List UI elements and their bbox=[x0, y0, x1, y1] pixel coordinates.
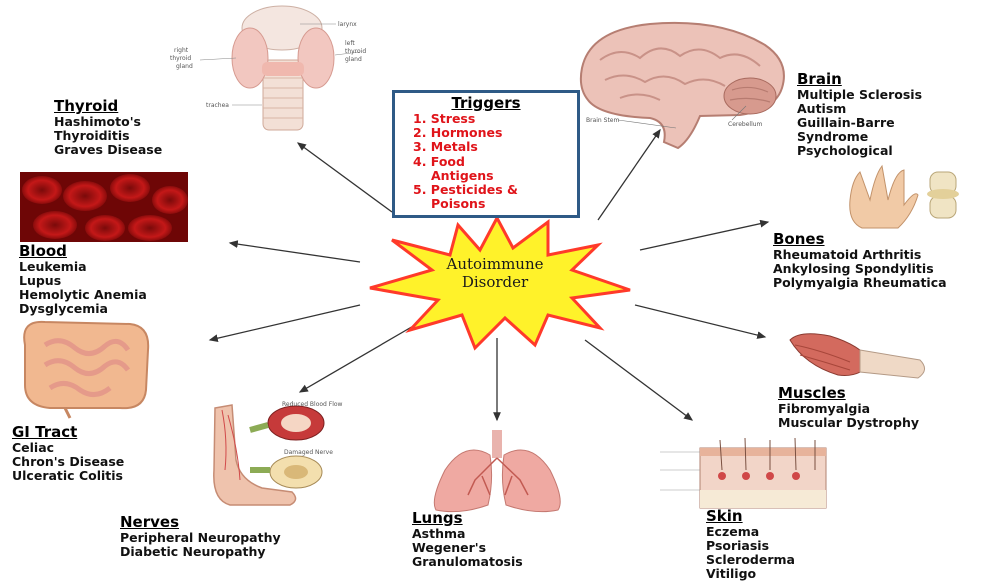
thyroid-label-trachea: trachea bbox=[206, 102, 229, 109]
lungs-item: Granulomatosis bbox=[412, 555, 523, 569]
center-label-line1: Autoimmune bbox=[400, 255, 590, 273]
gi-tract-title: GI Tract bbox=[12, 424, 124, 441]
skin-illustration bbox=[660, 438, 826, 508]
skin-title: Skin bbox=[706, 508, 795, 525]
thyroid-label-gland-l: gland bbox=[345, 56, 362, 63]
lungs-title: Lungs bbox=[412, 510, 523, 527]
brain-item: Syndrome bbox=[797, 130, 922, 144]
bones-item: Polymyalgia Rheumatica bbox=[773, 276, 947, 290]
trigger-item: 3. Metals bbox=[413, 140, 577, 154]
brain-label-cerebellum: Cerebellum bbox=[728, 121, 763, 128]
arrow-brain bbox=[598, 130, 660, 220]
brain-item: Multiple Sclerosis bbox=[797, 88, 922, 102]
nerves-label-blood-flow: Reduced Blood Flow bbox=[282, 401, 343, 408]
gi-tract-item: Chron's Disease bbox=[12, 455, 124, 469]
blood-cells-illustration bbox=[20, 172, 188, 242]
lungs-block: Lungs Asthma Wegener's Granulomatosis bbox=[412, 510, 523, 569]
thyroid-title: Thyroid bbox=[54, 98, 162, 115]
arrow-muscles bbox=[635, 305, 765, 337]
trigger-item: 5. Pesticides & bbox=[413, 183, 577, 197]
thyroid-item: Hashimoto's bbox=[54, 115, 162, 129]
trigger-item: 1. Stress bbox=[413, 112, 577, 126]
nerves-label-damaged: Damaged Nerve bbox=[284, 449, 333, 456]
brain-label-stem: Brain Stem bbox=[586, 117, 619, 124]
trigger-item: Antigens bbox=[431, 169, 577, 183]
bones-title: Bones bbox=[773, 231, 947, 248]
thyroid-label-right: right bbox=[174, 47, 189, 54]
thyroid-label-larynx: larynx bbox=[338, 21, 357, 28]
arrow-gi bbox=[210, 305, 360, 340]
bones-block: Bones Rheumatoid Arthritis Ankylosing Sp… bbox=[773, 231, 947, 290]
skin-item: Scleroderma bbox=[706, 553, 795, 567]
triggers-title: Triggers bbox=[395, 95, 577, 112]
brain-item: Psychological bbox=[797, 144, 922, 158]
blood-item: Leukemia bbox=[19, 260, 147, 274]
skin-item: Vitiligo bbox=[706, 567, 795, 581]
blood-item: Dysglycemia bbox=[19, 302, 147, 316]
trigger-item: 2. Hormones bbox=[413, 126, 577, 140]
thyroid-item: Graves Disease bbox=[54, 143, 162, 157]
blood-item: Lupus bbox=[19, 274, 147, 288]
thyroid-block: Thyroid Hashimoto's Thyroiditis Graves D… bbox=[54, 98, 162, 157]
center-label-line2: Disorder bbox=[400, 273, 590, 291]
thyroid-illustration: larynx right thyroid gland left thyroid … bbox=[170, 6, 366, 130]
skin-item: Psoriasis bbox=[706, 539, 795, 553]
muscles-block: Muscles Fibromyalgia Muscular Dystrophy bbox=[778, 385, 919, 430]
brain-title: Brain bbox=[797, 71, 922, 88]
thyroid-label-thyroid-r: thyroid bbox=[170, 55, 191, 62]
center-label: Autoimmune Disorder bbox=[400, 255, 590, 291]
bones-item: Rheumatoid Arthritis bbox=[773, 248, 947, 262]
thyroid-item: Thyroiditis bbox=[54, 129, 162, 143]
muscles-item: Muscular Dystrophy bbox=[778, 416, 919, 430]
brain-block: Brain Multiple Sclerosis Autism Guillain… bbox=[797, 71, 922, 158]
bones-illustration bbox=[850, 166, 959, 228]
bones-item: Ankylosing Spondylitis bbox=[773, 262, 947, 276]
thyroid-label-gland-r: gland bbox=[176, 63, 193, 70]
lungs-item: Wegener's bbox=[412, 541, 523, 555]
skin-block: Skin Eczema Psoriasis Scleroderma Vitili… bbox=[706, 508, 795, 581]
thyroid-label-thyroid-l: thyroid bbox=[345, 48, 366, 55]
gi-tract-illustration bbox=[24, 322, 148, 418]
arrow-blood bbox=[230, 243, 360, 262]
blood-title: Blood bbox=[19, 243, 147, 260]
triggers-list: 1. Stress 2. Hormones 3. Metals 4. Food … bbox=[413, 112, 577, 211]
arrow-skin bbox=[585, 340, 692, 420]
nerves-item: Peripheral Neuropathy bbox=[120, 531, 281, 545]
trigger-item: Poisons bbox=[431, 197, 577, 211]
trigger-item: 4. Food bbox=[413, 155, 577, 169]
gi-tract-item: Ulceratic Colitis bbox=[12, 469, 124, 483]
muscles-illustration bbox=[790, 334, 925, 378]
brain-illustration: Brain Stem Cerebellum bbox=[581, 23, 784, 148]
arrow-nerves bbox=[300, 325, 415, 392]
triggers-box: Triggers 1. Stress 2. Hormones 3. Metals… bbox=[392, 90, 580, 218]
lungs-illustration bbox=[434, 430, 560, 512]
lungs-item: Asthma bbox=[412, 527, 523, 541]
nerves-illustration: Reduced Blood Flow Damaged Nerve bbox=[214, 401, 343, 505]
thyroid-label-left: left bbox=[345, 40, 355, 47]
muscles-title: Muscles bbox=[778, 385, 919, 402]
brain-item: Autism bbox=[797, 102, 922, 116]
nerves-block: Nerves Peripheral Neuropathy Diabetic Ne… bbox=[120, 514, 281, 559]
gi-tract-item: Celiac bbox=[12, 441, 124, 455]
brain-item: Guillain-Barre bbox=[797, 116, 922, 130]
muscles-item: Fibromyalgia bbox=[778, 402, 919, 416]
nerves-item: Diabetic Neuropathy bbox=[120, 545, 281, 559]
skin-item: Eczema bbox=[706, 525, 795, 539]
arrow-thyroid bbox=[298, 143, 392, 212]
blood-block: Blood Leukemia Lupus Hemolytic Anemia Dy… bbox=[19, 243, 147, 316]
arrow-bones bbox=[640, 222, 768, 250]
gi-tract-block: GI Tract Celiac Chron's Disease Ulcerati… bbox=[12, 424, 124, 483]
nerves-title: Nerves bbox=[120, 514, 281, 531]
blood-item: Hemolytic Anemia bbox=[19, 288, 147, 302]
